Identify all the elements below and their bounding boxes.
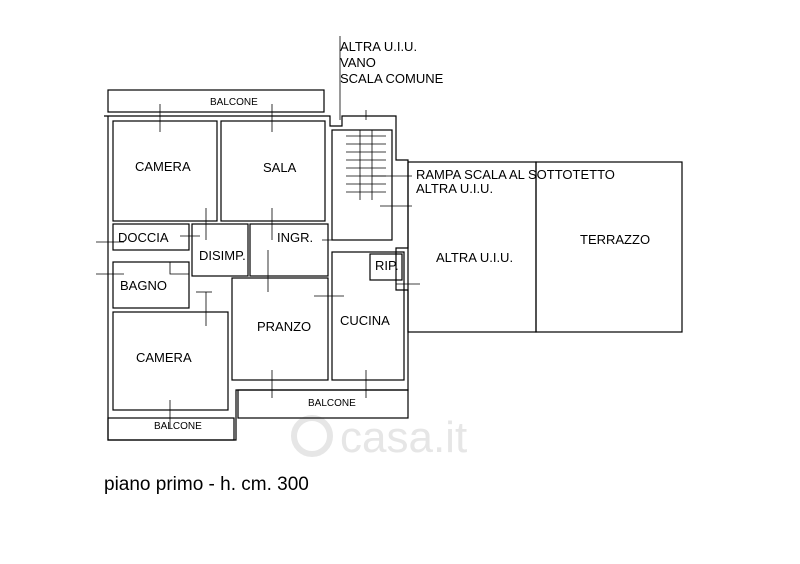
label-terrazzo: TERRAZZO	[580, 232, 650, 247]
room-camera-top	[112, 120, 218, 222]
room-doccia	[112, 223, 190, 251]
label-altra-uiu-rampa: ALTRA U.I.U.	[416, 181, 493, 196]
label-rip: RIP.	[375, 258, 399, 273]
label-scala-comune: SCALA COMUNE	[340, 71, 444, 86]
room-sala	[220, 120, 326, 222]
label-bagno: BAGNO	[120, 278, 167, 293]
stair-well	[331, 36, 412, 241]
label-balcone-bottom: BALCONE	[154, 421, 202, 432]
watermark-logo-icon	[291, 415, 333, 457]
label-camera-top: CAMERA	[135, 159, 191, 174]
bagno-notch	[169, 261, 189, 275]
label-balcone-mid: BALCONE	[308, 398, 356, 409]
label-ingr: INGR.	[277, 230, 313, 245]
label-cucina: CUCINA	[340, 313, 390, 328]
label-camera-bottom: CAMERA	[136, 350, 192, 365]
floor-caption: piano primo - h. cm. 300	[104, 474, 309, 495]
room-pranzo	[231, 277, 329, 381]
watermark-text: casa.it	[340, 413, 467, 462]
opening-marks	[96, 104, 420, 428]
room-rip	[369, 253, 403, 281]
room-bagno	[112, 261, 190, 309]
label-disimp: DISIMP.	[199, 248, 246, 263]
room-disimp	[191, 223, 249, 277]
room-cucina	[331, 251, 405, 381]
label-altra-uiu-top: ALTRA U.I.U.	[340, 39, 417, 54]
terrazzo-area	[535, 161, 683, 333]
label-rampa: RAMPA SCALA AL SOTTOTETTO	[416, 167, 615, 182]
watermark: casa.it	[291, 413, 467, 462]
balcone-mid	[237, 389, 409, 419]
room-camera-bottom	[112, 311, 229, 411]
label-altra-uiu-mid: ALTRA U.I.U.	[436, 250, 513, 265]
balcone-bottom	[107, 417, 235, 441]
label-sala: SALA	[263, 160, 297, 175]
label-doccia: DOCCIA	[118, 230, 169, 245]
label-pranzo: PRANZO	[257, 319, 311, 334]
room-ingr	[249, 223, 329, 277]
label-vano: VANO	[340, 55, 376, 70]
balcone-top	[107, 89, 325, 113]
label-balcone-top: BALCONE	[210, 97, 258, 108]
